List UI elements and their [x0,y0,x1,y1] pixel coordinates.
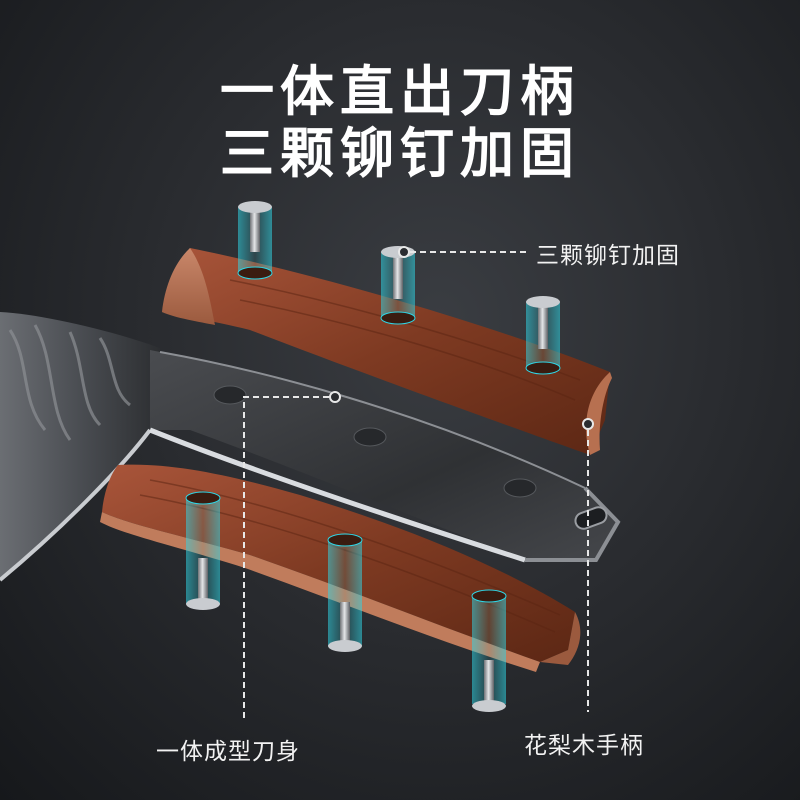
headline-line-2: 三颗铆钉加固 [220,122,580,185]
rivets-callout-line [398,246,528,258]
rivets-callout-label: 三颗铆钉加固 [536,243,680,269]
rivet-top-1 [237,201,273,280]
rivet-top-3 [525,296,561,375]
full-tang-steel [149,350,621,563]
rivet-top-2 [380,246,416,325]
headline-line-1: 一体直出刀柄 [220,60,580,123]
damascus-blade [0,312,160,582]
handle-callout-line [582,418,594,712]
rivet-bottom-3 [471,589,507,712]
rivet-bottom-1 [185,491,221,610]
handle-callout-label: 花梨木手柄 [524,733,644,759]
blade-callout-label: 一体成型刀身 [156,739,300,765]
rivet-bottom-2 [327,533,363,652]
blade-callout-line [243,391,341,720]
rivet-group [185,201,561,712]
callout-lines [243,246,594,720]
